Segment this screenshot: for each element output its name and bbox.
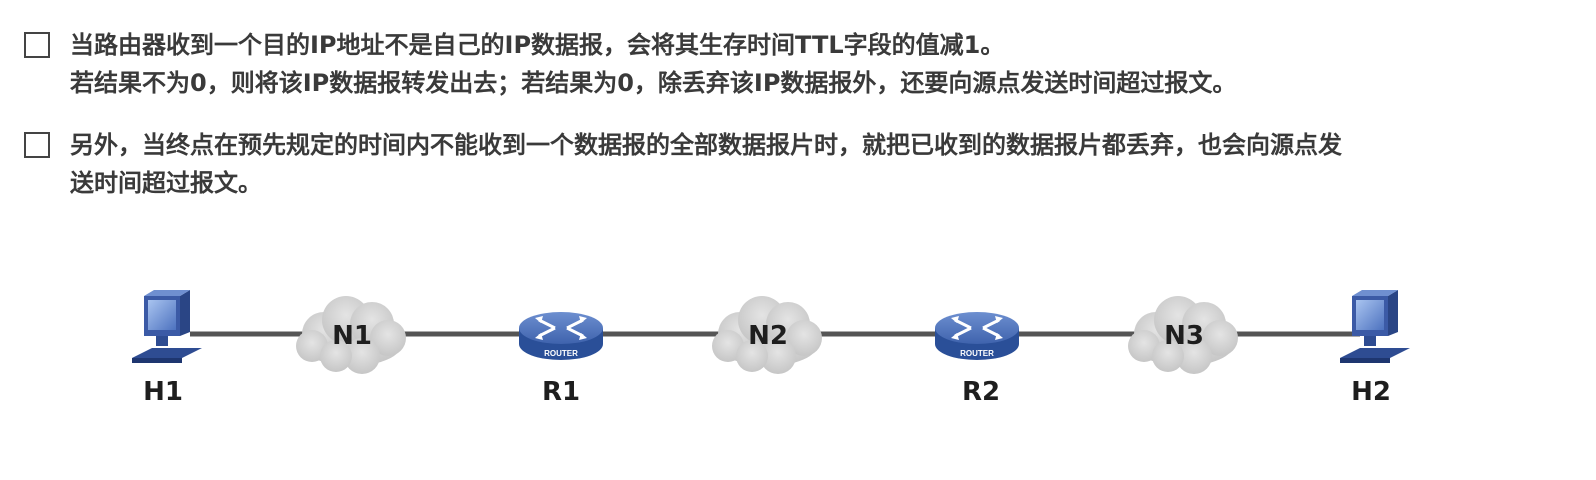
- node-label-h2: H2: [1351, 377, 1391, 407]
- node-label-n3: N3: [1164, 321, 1204, 351]
- host-h2: [1340, 290, 1410, 363]
- network-diagram: ROUTER ROUTER: [132, 290, 1410, 407]
- node-label-n1: N1: [332, 321, 372, 351]
- bullet-line: 当路由器收到一个目的IP地址不是自己的IP数据报，会将其生存时间TTL字段的值减…: [70, 31, 1005, 59]
- bullet-line: 若结果不为0，则将该IP数据报转发出去；若结果为0，除丢弃该IP数据报外，还要向…: [70, 69, 1237, 97]
- node-label-h1: H1: [143, 377, 183, 407]
- host-icon: [132, 290, 202, 363]
- bullet-line: 送时间超过报文。: [70, 169, 262, 197]
- checkbox-icon: [24, 132, 50, 158]
- bullet-text: 另外，当终点在预先规定的时间内不能收到一个数据报的全部数据报片时，就把已收到的数…: [70, 126, 1580, 202]
- node-label-n2: N2: [748, 321, 788, 351]
- node-label-r2: R2: [962, 377, 1000, 407]
- host-h1: [132, 290, 202, 363]
- router-badge: ROUTER: [960, 349, 994, 358]
- router-r2: ROUTER: [935, 312, 1019, 360]
- checkbox-icon: [24, 32, 50, 58]
- router-icon: ROUTER: [935, 312, 1019, 360]
- router-r1: ROUTER: [519, 312, 603, 360]
- router-icon: ROUTER: [519, 312, 603, 360]
- router-badge: ROUTER: [544, 349, 578, 358]
- host-icon: [1340, 290, 1410, 363]
- bullet-line: 另外，当终点在预先规定的时间内不能收到一个数据报的全部数据报片时，就把已收到的数…: [70, 131, 1342, 159]
- bullet-text: 当路由器收到一个目的IP地址不是自己的IP数据报，会将其生存时间TTL字段的值减…: [70, 26, 1580, 102]
- node-label-r1: R1: [542, 377, 580, 407]
